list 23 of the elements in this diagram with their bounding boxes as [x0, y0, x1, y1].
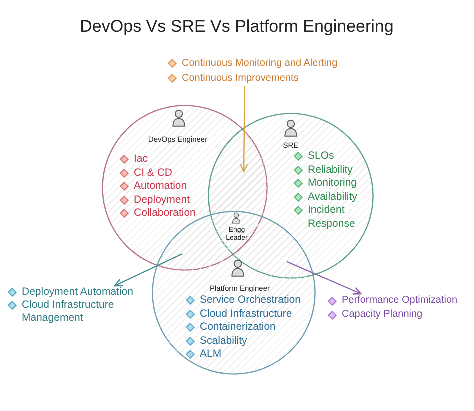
list-item: Reliability — [308, 164, 353, 177]
list-item: Containerization — [200, 321, 276, 334]
arrow — [240, 86, 248, 173]
list-item: Service Orchestration — [200, 294, 301, 308]
list-item: Continuous Improvements — [182, 72, 299, 86]
list-item: Monitoring — [308, 177, 358, 190]
list-item: Deployment Automation — [22, 286, 134, 299]
list-item: Capacity Planning — [342, 308, 423, 322]
list-item: Iac — [134, 153, 148, 166]
list-item: Cloud Infrastructure Management — [22, 299, 116, 325]
list-item: Deployment — [134, 194, 190, 207]
list-item: Incident Response — [308, 204, 356, 231]
list-item: Automation — [134, 180, 188, 194]
diagram-title: DevOps Vs SRE Vs Platform Engineering — [80, 16, 394, 38]
list-item: Cloud Infrastructure — [200, 308, 292, 321]
list-item: Scalability — [200, 334, 248, 348]
list-item: ALM — [200, 348, 222, 362]
list-item: Collaboration — [134, 207, 196, 220]
list-item: SLOs — [308, 150, 334, 164]
list-item: Availability — [308, 190, 358, 204]
list-item: Continuous Monitoring and Alerting — [182, 57, 338, 71]
list-item: Performance Optimization — [342, 294, 458, 308]
list-item: CI & CD — [134, 166, 173, 180]
